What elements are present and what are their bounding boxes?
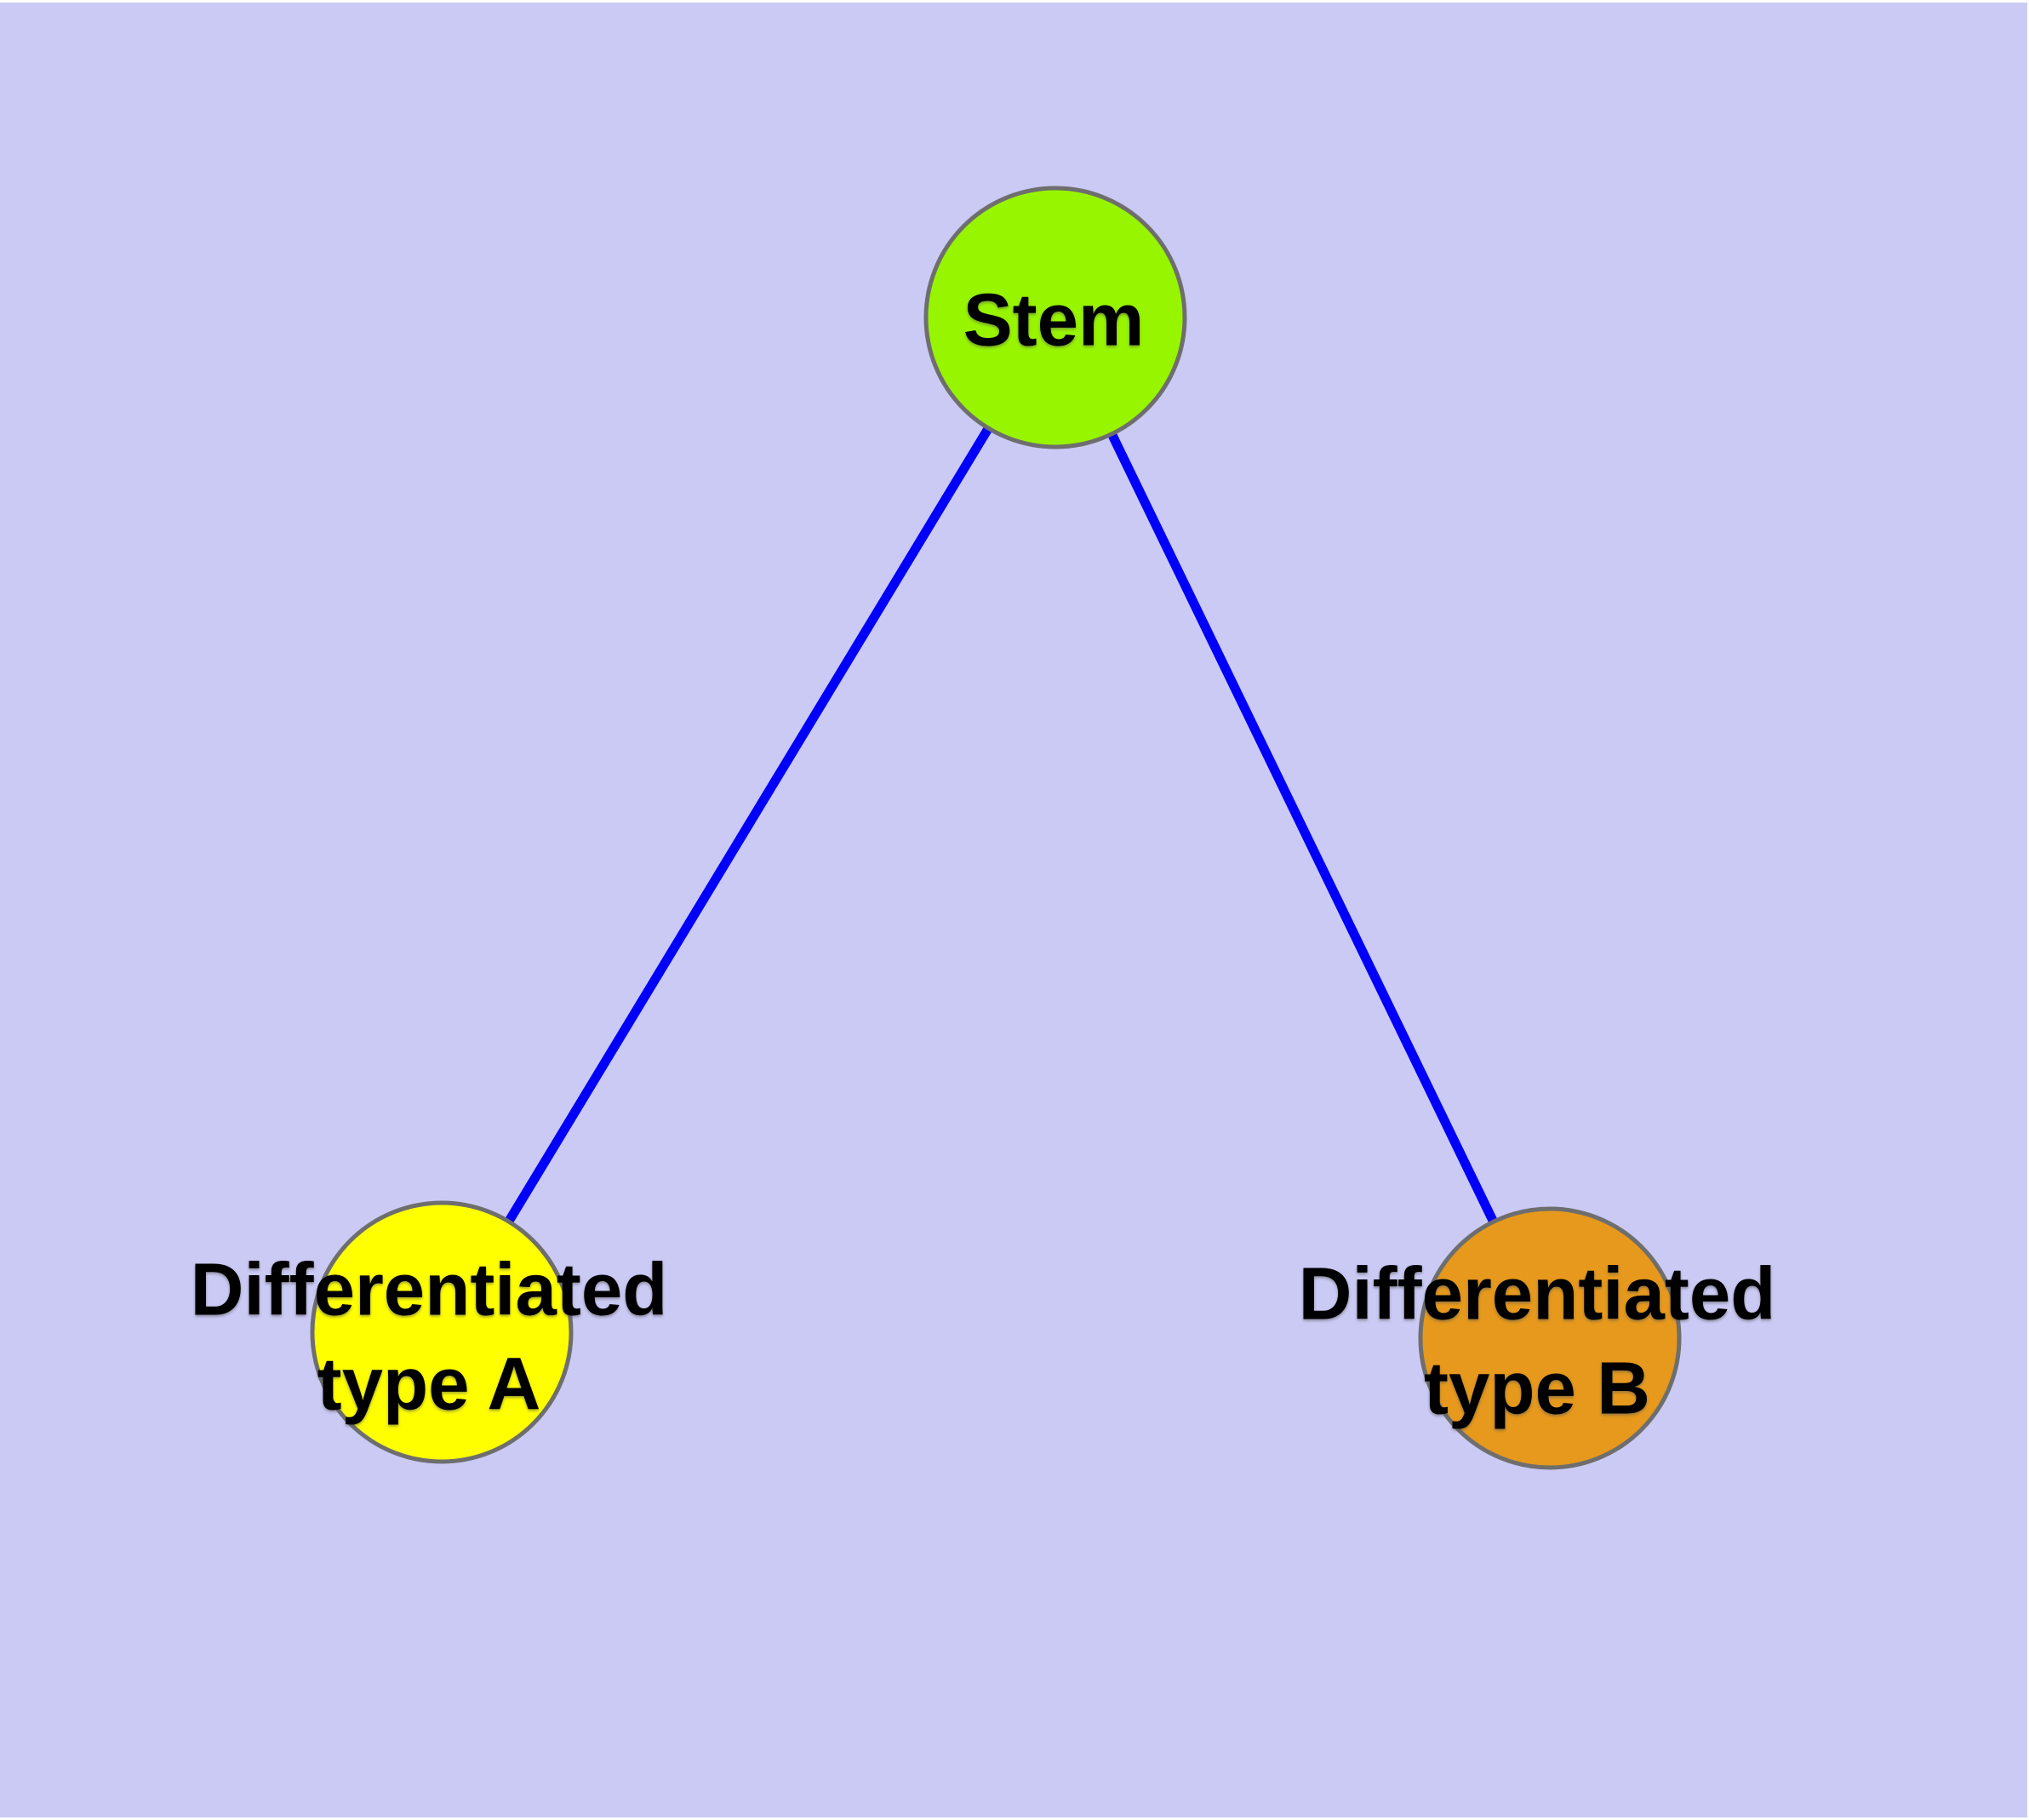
node-type-a-label-line1: Differentiated <box>191 1249 668 1331</box>
node-type-a-circle <box>310 1200 574 1464</box>
node-type-b-label-line2: type B <box>1424 1348 1650 1430</box>
node-stem-circle <box>923 186 1187 449</box>
node-stem-label: Stem <box>963 279 1145 362</box>
edge-stem-to-type-b <box>1051 315 1554 1341</box>
node-type-b-circle <box>1418 1206 1682 1470</box>
node-type-a-label-line2: type A <box>317 1343 541 1426</box>
edge-stem-to-type-a <box>437 315 1060 1335</box>
node-type-b-label-line1: Differentiated <box>1299 1253 1776 1336</box>
